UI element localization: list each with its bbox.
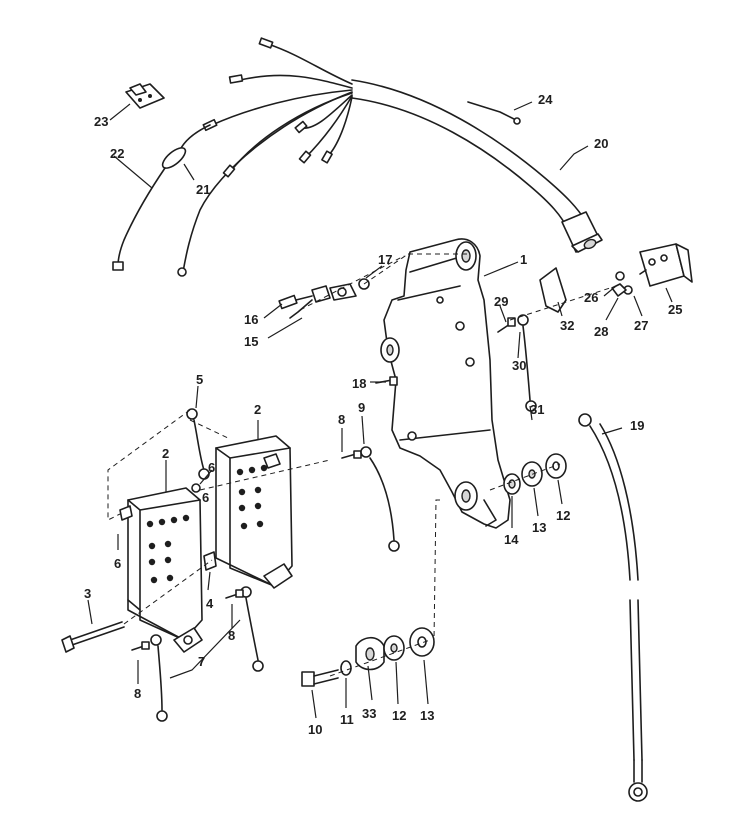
callout-7: 7 [198,654,205,669]
callout-12: 12 [392,708,406,723]
callout-9: 9 [358,400,365,415]
screw-18 [375,376,398,386]
battery-cable [578,413,648,802]
callout-21: 21 [196,182,210,197]
callout-24: 24 [538,92,553,107]
callout-8: 8 [134,686,141,701]
callout-18: 18 [352,376,366,391]
leader-lines [87,101,673,719]
callout-3: 3 [84,586,91,601]
callout-16: 16 [244,312,258,327]
callout-19: 19 [630,418,644,433]
callout-26: 26 [584,290,598,305]
mounting-bracket [380,238,511,529]
assembly-lines [107,253,611,677]
callout-28: 28 [594,324,608,339]
ground-lead-9 [341,446,400,552]
bolt-3 [61,621,125,653]
callout-31: 31 [530,402,544,417]
callout-17: 17 [378,252,392,267]
callout-6: 6 [202,490,209,505]
clamp-assembly [278,278,370,319]
callout-15: 15 [244,334,258,349]
switch-box-right [215,435,293,589]
callout-12: 12 [556,508,570,523]
switch-box-left [119,487,203,653]
callout-13: 13 [420,708,434,723]
wiring-harness [177,37,603,277]
spacer-4 [203,551,217,571]
callout-30: 30 [512,358,526,373]
lead-5 [186,408,210,493]
wire-24 [467,101,517,121]
lead-7 [131,586,264,722]
fuse-lead [112,124,211,271]
callout-8: 8 [338,412,345,427]
bracket-32 [539,267,567,313]
callout-29: 29 [494,294,508,309]
callout-8: 8 [228,628,235,643]
callout-6: 6 [208,460,215,475]
callout-4: 4 [206,596,214,611]
callout-2: 2 [162,446,169,461]
callout-labels: 1 2 2 3 4 5 6 6 6 7 8 8 8 9 10 11 12 12 … [84,92,682,737]
callout-1: 1 [520,252,527,267]
terminal-block [125,83,165,109]
callout-22: 22 [110,146,124,161]
callout-33: 33 [362,706,376,721]
callout-11: 11 [340,712,354,727]
callout-13: 13 [532,520,546,535]
solenoid [611,243,693,297]
screw-29-lead-31 [497,314,537,412]
terminal-grid-right [236,464,268,530]
callout-2: 2 [254,402,261,417]
callout-10: 10 [308,722,322,737]
spacer-washers-upper [503,453,567,495]
callout-14: 14 [504,532,519,547]
callout-5: 5 [196,372,203,387]
callout-27: 27 [634,318,648,333]
callout-32: 32 [560,318,574,333]
callout-25: 25 [668,302,682,317]
bolt-10-assembly [301,627,435,687]
callout-20: 20 [594,136,608,151]
callout-6: 6 [114,556,121,571]
terminal-grid-left [146,514,190,584]
callout-23: 23 [94,114,108,129]
